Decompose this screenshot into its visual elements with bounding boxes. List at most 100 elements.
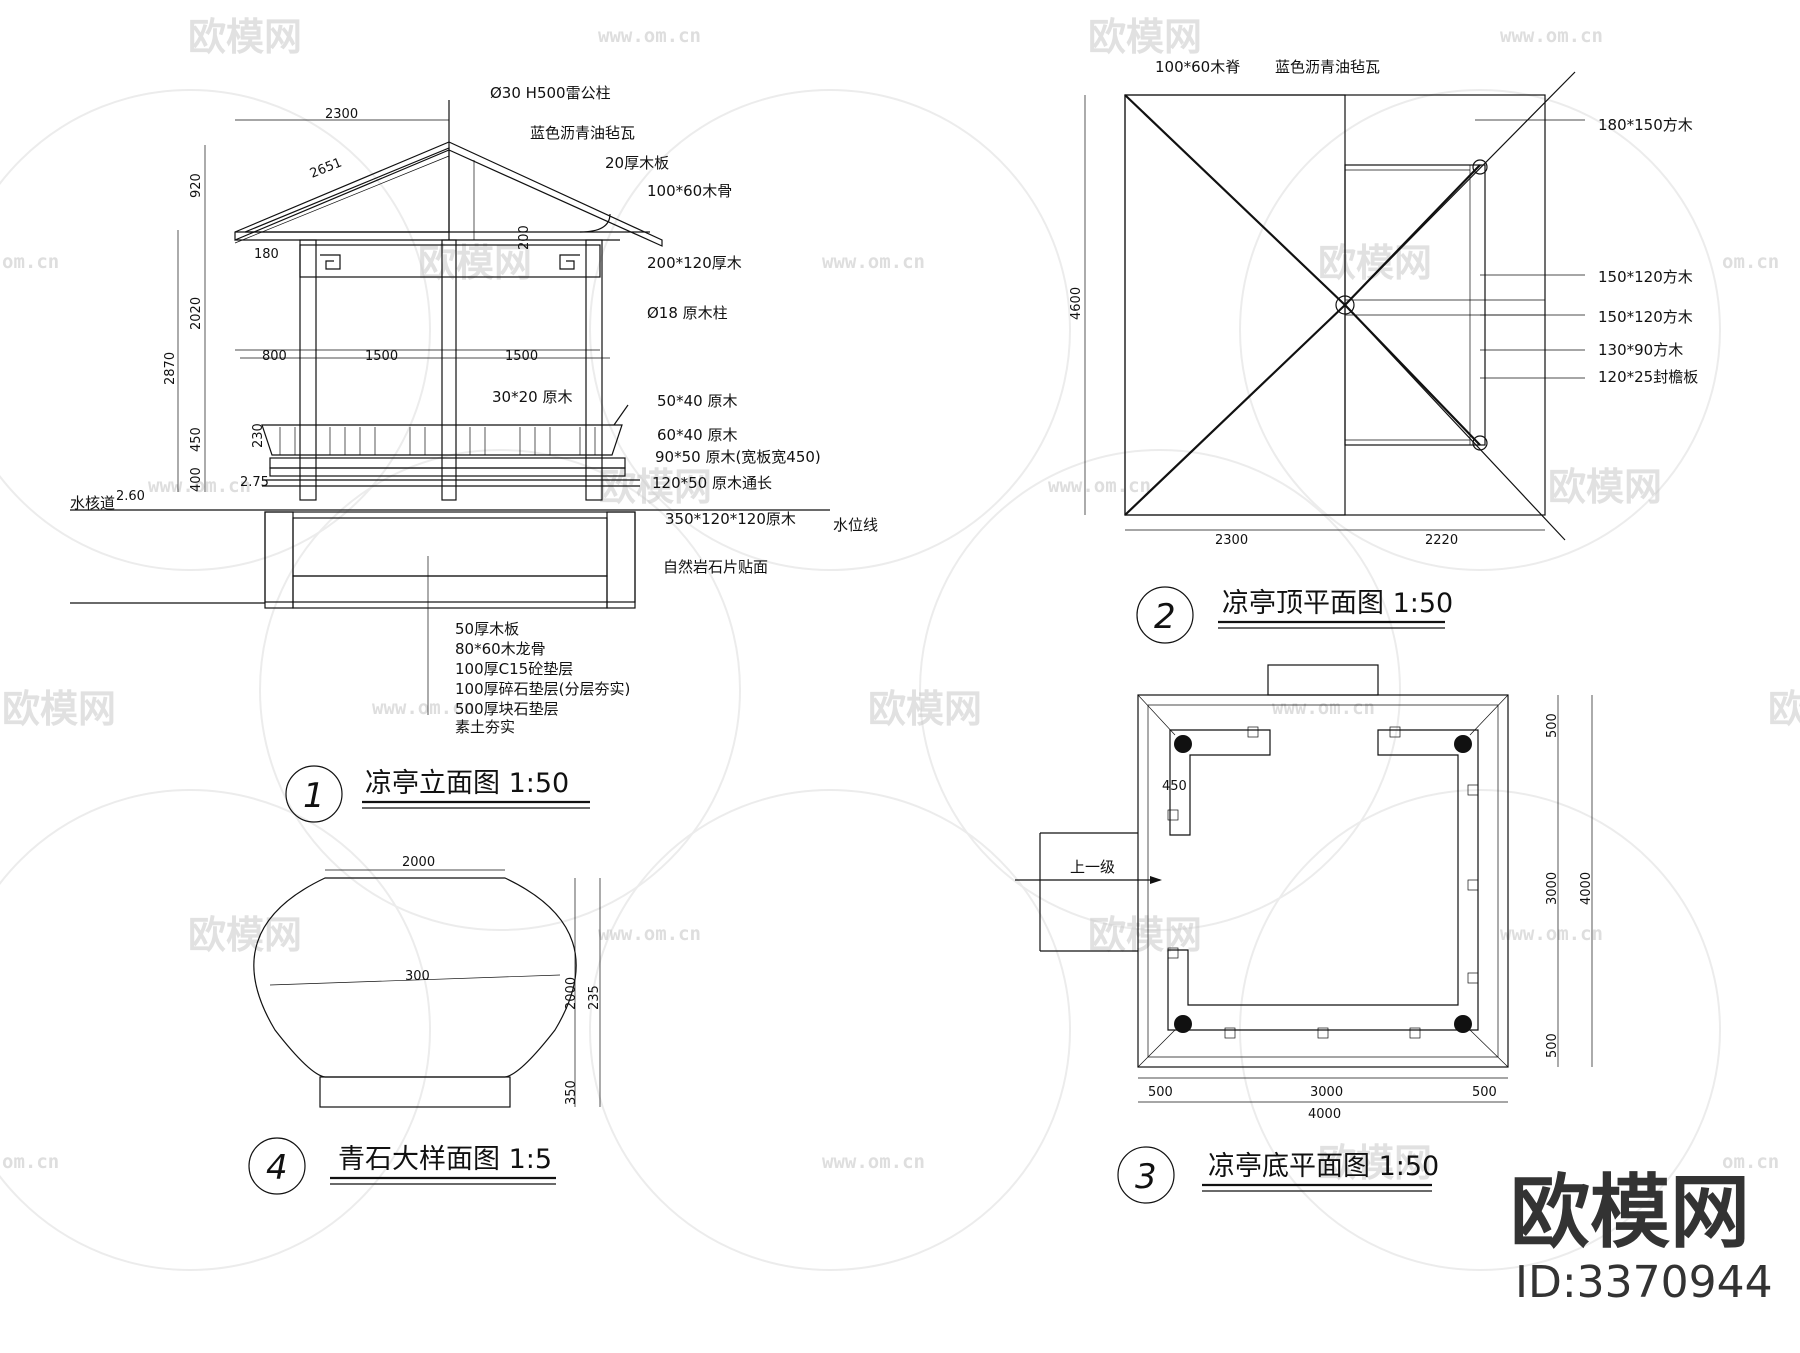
watermark-url: om.cn	[2, 251, 59, 273]
watermark-logo: 欧模网	[1768, 687, 1800, 731]
watermark-url: www.om.cn	[1500, 25, 1603, 47]
dim-label: 200	[517, 225, 532, 250]
dim-label: 2000	[564, 977, 579, 1010]
dim-label: 450	[1162, 779, 1187, 794]
drawing-title: 凉亭底平面图 1:50	[1208, 1151, 1439, 1182]
callout: 150*120方木	[1598, 268, 1693, 286]
callout: 80*60木龙骨	[455, 640, 546, 658]
callout: 30*20 原木	[492, 388, 572, 406]
callout: 150*120方木	[1598, 308, 1693, 326]
drawing-number-circle	[248, 1137, 306, 1195]
dim-label: 2220	[1425, 533, 1458, 548]
callout: 180*150方木	[1598, 116, 1693, 134]
watermark-logo: 欧模网	[2, 687, 116, 731]
watermark-logo: 欧模网	[188, 15, 302, 59]
hip-rafters	[1124, 71, 1576, 541]
drawing-number-circle	[285, 765, 343, 823]
callout: 100厚C15砼垫层	[455, 660, 573, 678]
dim-label: 3000	[1545, 872, 1560, 905]
dim-label: 4600	[1069, 287, 1084, 320]
watermark-url: www.om.cn	[822, 251, 925, 273]
drawing-title: 凉亭立面图 1:50	[365, 768, 569, 799]
watermark-logo: 欧模网	[1088, 15, 1202, 59]
watermark-layer: 欧模网 www.om.cn 欧模网 www.om.cn om.cn 欧模网 ww…	[0, 15, 1800, 1271]
watermark-url: www.om.cn	[598, 923, 701, 945]
watermark-logo: 欧模网	[418, 241, 532, 285]
callout: 120*50 原木通长	[652, 474, 772, 492]
callout: 自然岩石片贴面	[663, 558, 768, 576]
drawing-floor-plan: 上一级 500 3000 500 4000 450 500 3000 500 4…	[1015, 664, 1594, 1204]
dimension-lines	[325, 869, 601, 1107]
callout: 蓝色沥青油毡瓦	[530, 124, 635, 142]
dim-label: 450	[189, 427, 204, 452]
dimension-lines	[1084, 95, 1585, 531]
watermark-url: om.cn	[1722, 1151, 1779, 1173]
watermark-url: www.om.cn	[1048, 475, 1151, 497]
callout: 100*60木脊	[1155, 58, 1240, 76]
callout: 120*25封檐板	[1598, 368, 1698, 386]
dim-label: 500	[1472, 1085, 1497, 1100]
drawing-title: 青石大样面图 1:5	[338, 1144, 552, 1175]
column	[299, 239, 317, 501]
dim-label: 2300	[325, 107, 358, 122]
railing-rail	[261, 424, 623, 456]
callout: 水位线	[833, 516, 878, 534]
dim-label: 230	[251, 423, 266, 448]
watermark-logo: 欧模网	[1318, 241, 1432, 285]
dim-label: 235	[587, 985, 602, 1010]
dim-label: 500	[1148, 1085, 1173, 1100]
callout: 上一级	[1070, 858, 1115, 876]
watermark-url: om.cn	[2, 1151, 59, 1173]
callout: 蓝色沥青油毡瓦	[1275, 58, 1380, 76]
drawing-elevation: 2300 2651 920 2020 2870 450 400 800 1500…	[70, 84, 878, 823]
dim-label: 350	[564, 1080, 579, 1105]
dim-label: 4000	[1308, 1107, 1341, 1122]
callout: Ø18 原木柱	[647, 304, 728, 322]
watermark-logo: 欧模网	[1318, 1141, 1432, 1185]
watermark-url: www.om.cn	[1500, 923, 1603, 945]
dimension-lines	[177, 119, 610, 715]
watermark-logo: 欧模网	[598, 465, 712, 509]
drawing-number: 2	[1154, 597, 1176, 637]
dim-label: 2870	[163, 352, 178, 385]
watermark-url: www.om.cn	[822, 1151, 925, 1173]
callout: 50厚木板	[455, 620, 519, 638]
column-marker	[1454, 735, 1472, 753]
column	[585, 239, 603, 501]
watermark-logo: 欧模网	[1548, 465, 1662, 509]
watermark-url: www.om.cn	[598, 25, 701, 47]
drawing-stone-detail: 2000 300 2000 235 350 4 青石大样面图 1:5	[248, 855, 602, 1195]
column-marker	[1174, 735, 1192, 753]
dim-label: 400	[189, 467, 204, 492]
callout: 60*40 原木	[657, 426, 737, 444]
callout: 130*90方木	[1598, 341, 1683, 359]
bench	[1167, 729, 1479, 1031]
watermark-url: om.cn	[1722, 251, 1779, 273]
callout: 水核道	[70, 494, 115, 512]
drawing-title: 凉亭顶平面图 1:50	[1222, 588, 1453, 619]
foundation	[264, 511, 636, 603]
dim-label: 4000	[1579, 872, 1594, 905]
watermark-url: www.om.cn	[372, 697, 475, 719]
column-marker	[1454, 1015, 1472, 1033]
roof-tiles-left	[244, 147, 450, 233]
column	[441, 239, 457, 501]
drawing-number: 3	[1135, 1157, 1157, 1197]
dim-label: 800	[262, 349, 287, 364]
watermark-logo: 欧模网	[188, 913, 302, 957]
dim-label: 920	[189, 173, 204, 198]
dim-label: 2651	[308, 155, 344, 181]
callout: 50*40 原木	[657, 392, 737, 410]
watermark-url: www.om.cn	[148, 475, 251, 497]
dim-label: 1500	[505, 349, 538, 364]
dim-label: 500	[1545, 713, 1560, 738]
dim-label: 2000	[402, 855, 435, 870]
callout: 350*120*120原木	[665, 510, 796, 528]
drawing-number-circle	[1136, 586, 1194, 644]
callout: Ø30 H500雷公柱	[490, 84, 611, 102]
callout: 20厚木板	[605, 154, 669, 172]
callout: 100厚碎石垫层(分层夯实)	[455, 680, 630, 698]
brand-watermark-logo: 欧模网	[1510, 1166, 1750, 1259]
dim-label: 180	[254, 247, 279, 262]
